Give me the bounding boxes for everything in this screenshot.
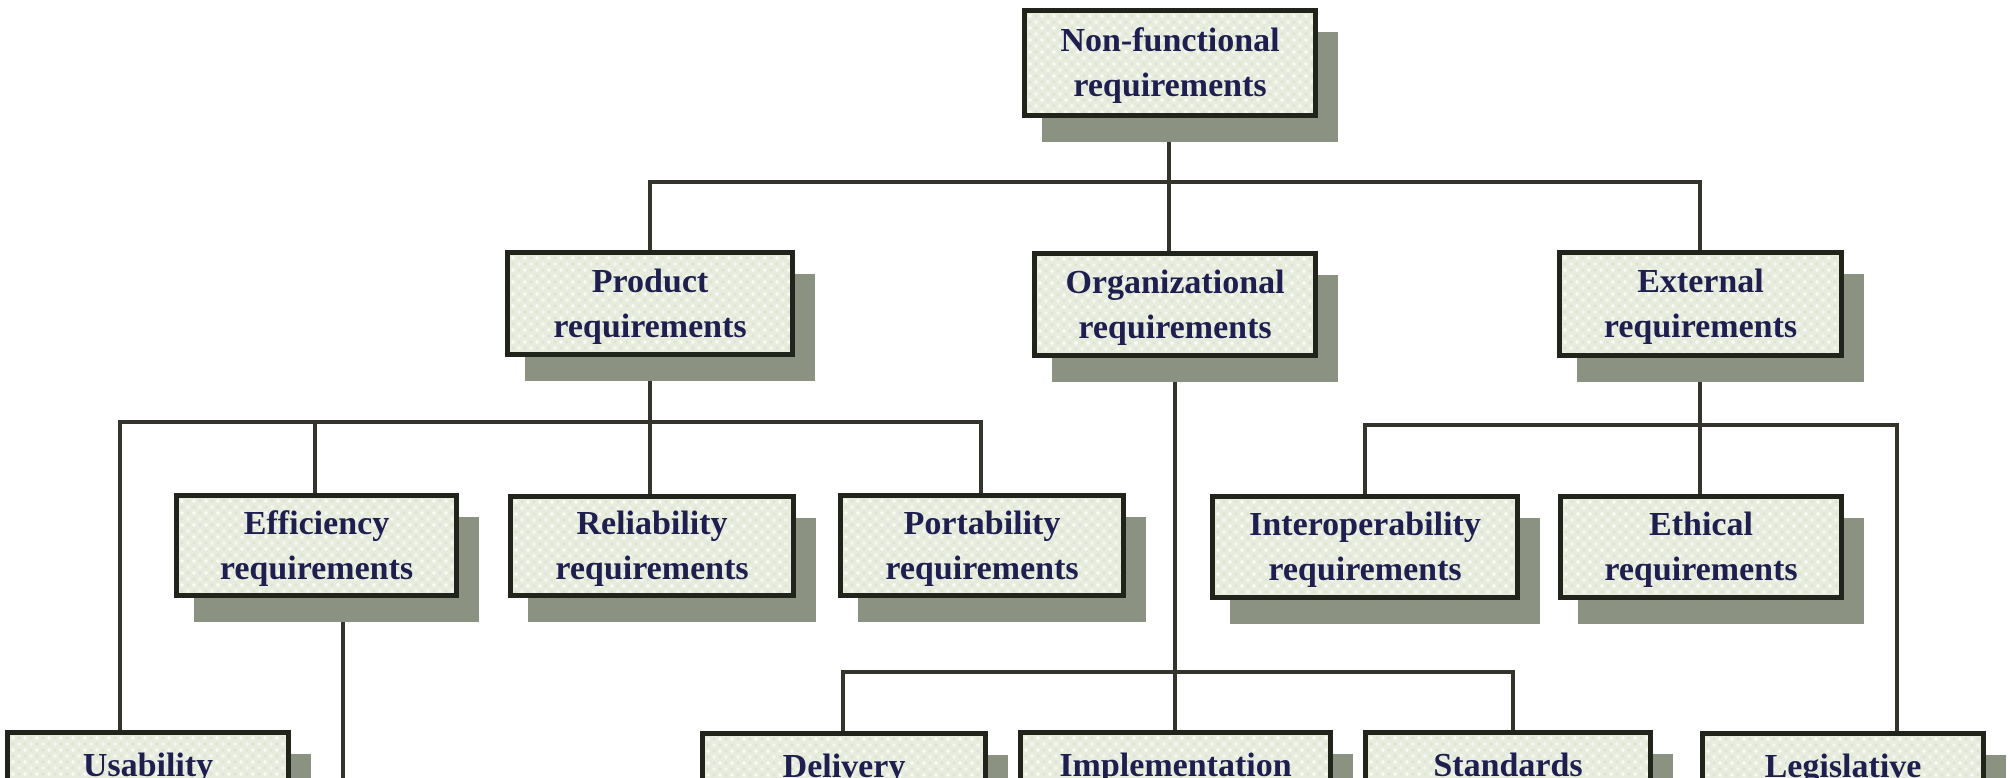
connector-drop-product [648, 180, 652, 252]
node-label: Interoperability [1249, 506, 1481, 543]
connector-organizational-horizontal [841, 670, 1515, 674]
node-label: Usability [82, 747, 214, 778]
node-ethical-requirements: Ethical requirements [1558, 494, 1844, 600]
node-reliability-requirements: Reliability requirements [508, 494, 796, 598]
node-label: Organizational [1065, 263, 1285, 301]
node-label: requirements [1073, 67, 1267, 104]
node-non-functional-requirements: Non-functional requirements [1022, 8, 1318, 118]
connector-drop-delivery [841, 670, 845, 732]
connector-product-horizontal [118, 420, 983, 424]
node-label: Reliability [576, 505, 728, 542]
node-label: requirements [219, 549, 414, 587]
connector-drop-interoperability [1363, 423, 1367, 496]
connector-external-horizontal [1363, 423, 1899, 427]
node-external-requirements: External requirements [1557, 250, 1844, 358]
node-label: requirements [1604, 551, 1798, 588]
connector-product-stem [648, 355, 652, 495]
node-usability: Usability [5, 730, 291, 778]
node-label: Efficiency [243, 504, 390, 542]
node-label: Product [591, 262, 709, 300]
connector-efficiency-stem [341, 596, 345, 778]
node-label: requirements [553, 307, 747, 345]
connector-drop-external [1698, 180, 1702, 252]
node-product-requirements: Product requirements [505, 250, 795, 357]
connector-drop-efficiency [313, 420, 317, 494]
connector-drop-portability [979, 420, 983, 494]
node-label: Portability [903, 504, 1061, 542]
node-label: Ethical [1649, 506, 1753, 543]
node-label: requirements [555, 550, 749, 587]
node-label: requirements [1078, 308, 1272, 346]
node-label: Implementation [1059, 747, 1292, 778]
node-implementation: Implementation [1018, 730, 1333, 778]
connector-drop-legislative [1895, 423, 1899, 733]
node-label: Standards [1433, 747, 1583, 778]
node-standards: Standards [1363, 730, 1653, 778]
connector-organizational-stem [1173, 356, 1177, 732]
node-interoperability-requirements: Interoperability requirements [1210, 494, 1520, 600]
node-label: requirements [1268, 551, 1462, 588]
connector-drop-standards [1511, 670, 1515, 732]
node-efficiency-requirements: Efficiency requirements [174, 493, 459, 598]
node-portability-requirements: Portability requirements [838, 493, 1126, 598]
node-label: Legislative [1764, 748, 1922, 778]
node-label: External [1637, 263, 1764, 300]
node-delivery: Delivery [700, 731, 988, 778]
node-organizational-requirements: Organizational requirements [1032, 251, 1318, 358]
node-label: Non-functional [1060, 22, 1280, 59]
connector-level1-horizontal [648, 180, 1702, 184]
node-label: requirements [1603, 308, 1798, 345]
connector-root-stem [1167, 118, 1171, 252]
node-label: Delivery [782, 748, 906, 778]
connector-drop-usability [118, 420, 122, 732]
node-legislative: Legislative [1700, 731, 1986, 778]
node-label: requirements [885, 549, 1079, 587]
